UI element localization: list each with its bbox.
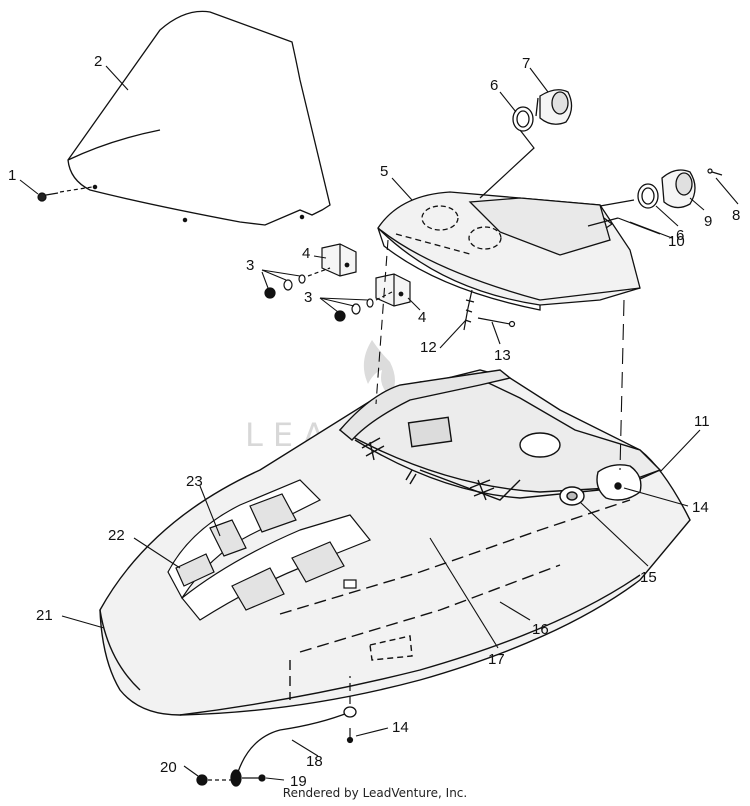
callout-20: 20 xyxy=(160,759,177,776)
callout-2: 2 xyxy=(94,53,102,70)
fastener-set-lower xyxy=(334,291,393,322)
fastener-set-upper xyxy=(264,267,331,299)
callout-14-upper: 14 xyxy=(692,499,709,516)
callout-3-upper: 3 xyxy=(246,257,254,274)
gauge-wire xyxy=(479,129,635,207)
mount-bracket-lower xyxy=(375,273,411,307)
callout-9: 9 xyxy=(704,213,712,230)
windshield xyxy=(67,10,331,226)
watermark-flame-icon xyxy=(363,340,395,396)
callout-21: 21 xyxy=(36,607,53,624)
dash-panel xyxy=(377,191,641,311)
callout-6-upper: 6 xyxy=(490,77,498,94)
callout-5: 5 xyxy=(380,163,388,180)
indicator-bulb xyxy=(707,168,723,176)
gauge-right xyxy=(637,169,696,209)
callout-23: 23 xyxy=(186,473,203,490)
leader-lines xyxy=(19,65,739,781)
callout-22: 22 xyxy=(108,527,125,544)
callout-7: 7 xyxy=(522,55,530,72)
callout-15: 15 xyxy=(640,569,657,586)
hood-bolt xyxy=(477,317,516,328)
callout-1: 1 xyxy=(8,167,16,184)
alignment-lines xyxy=(375,239,625,471)
callout-10: 10 xyxy=(668,233,685,250)
callout-4-lower: 4 xyxy=(418,309,426,326)
hood-body xyxy=(99,369,691,716)
callouts: 1 2 3 3 4 4 5 6 6 7 8 9 10 11 12 13 14 1… xyxy=(8,53,740,790)
callout-12: 12 xyxy=(420,339,437,356)
latch-screw xyxy=(346,676,354,744)
windshield-screw xyxy=(37,186,93,202)
callout-3-lower: 3 xyxy=(304,289,312,306)
latch-cable xyxy=(196,706,357,787)
callout-6-lower: 6 xyxy=(676,227,684,244)
mount-bracket-upper xyxy=(321,243,357,277)
callout-11: 11 xyxy=(694,413,710,430)
callout-16: 16 xyxy=(532,621,549,638)
callout-17: 17 xyxy=(488,651,505,668)
callout-18: 18 xyxy=(306,753,323,770)
gauge-left xyxy=(512,89,573,132)
callout-4-upper: 4 xyxy=(302,245,310,262)
render-credit: Rendered by LeadVenture, Inc. xyxy=(282,786,468,800)
intake-vents xyxy=(167,479,371,621)
callout-19: 19 xyxy=(290,773,307,790)
callout-14-lower: 14 xyxy=(392,719,409,736)
callout-13: 13 xyxy=(494,347,511,364)
callout-8: 8 xyxy=(732,207,740,224)
cable-tie xyxy=(463,289,475,331)
